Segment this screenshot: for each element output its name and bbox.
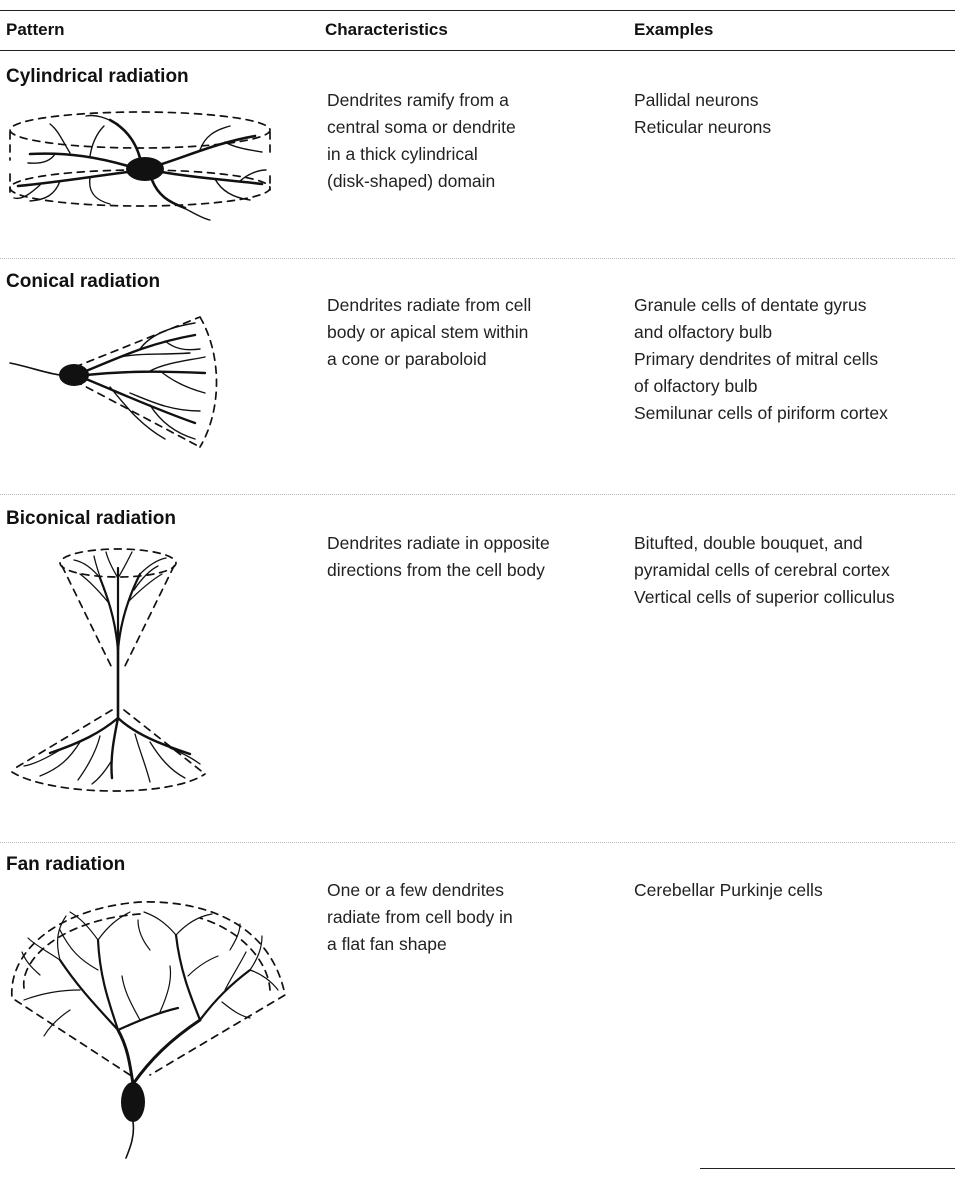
row-cylindrical-examples: Pallidal neurons Reticular neurons <box>634 90 772 137</box>
header-rule <box>0 50 955 51</box>
row-cylindrical-characteristics: Dendrites ramify from a central soma or … <box>327 90 516 191</box>
row-biconical-examples: Bitufted, double bouquet, and pyramidal … <box>634 533 895 607</box>
row-conical-characteristics: Dendrites radiate from cell body or apic… <box>327 295 532 369</box>
conical-neuron-drawing <box>9 316 218 448</box>
row-separator-3 <box>0 842 955 843</box>
row-fan-examples: Cerebellar Purkinje cells <box>634 880 823 900</box>
fan-neuron-drawing <box>11 901 286 1159</box>
row-separator-2 <box>0 494 955 495</box>
row-fan-pattern: Fan radiation <box>6 854 126 875</box>
row-conical-examples: Granule cells of dentate gyrus and olfac… <box>634 295 888 423</box>
row-fan-characteristics: One or a few dendrites radiate from cell… <box>327 880 513 954</box>
header-characteristics: Characteristics <box>325 20 448 39</box>
row-conical-pattern: Conical radiation <box>6 271 161 292</box>
row-biconical-characteristics: Dendrites radiate in opposite directions… <box>327 533 550 580</box>
bottom-rule <box>700 1168 955 1169</box>
table-top-rule <box>0 10 955 11</box>
row-biconical-pattern: Biconical radiation <box>6 508 176 529</box>
biconical-neuron-drawing <box>11 548 206 792</box>
cylindrical-neuron-drawing <box>9 111 271 221</box>
header-pattern: Pattern <box>6 20 65 39</box>
row-separator-1 <box>0 258 955 259</box>
header-examples: Examples <box>634 20 714 39</box>
row-cylindrical-pattern: Cylindrical radiation <box>6 66 189 87</box>
